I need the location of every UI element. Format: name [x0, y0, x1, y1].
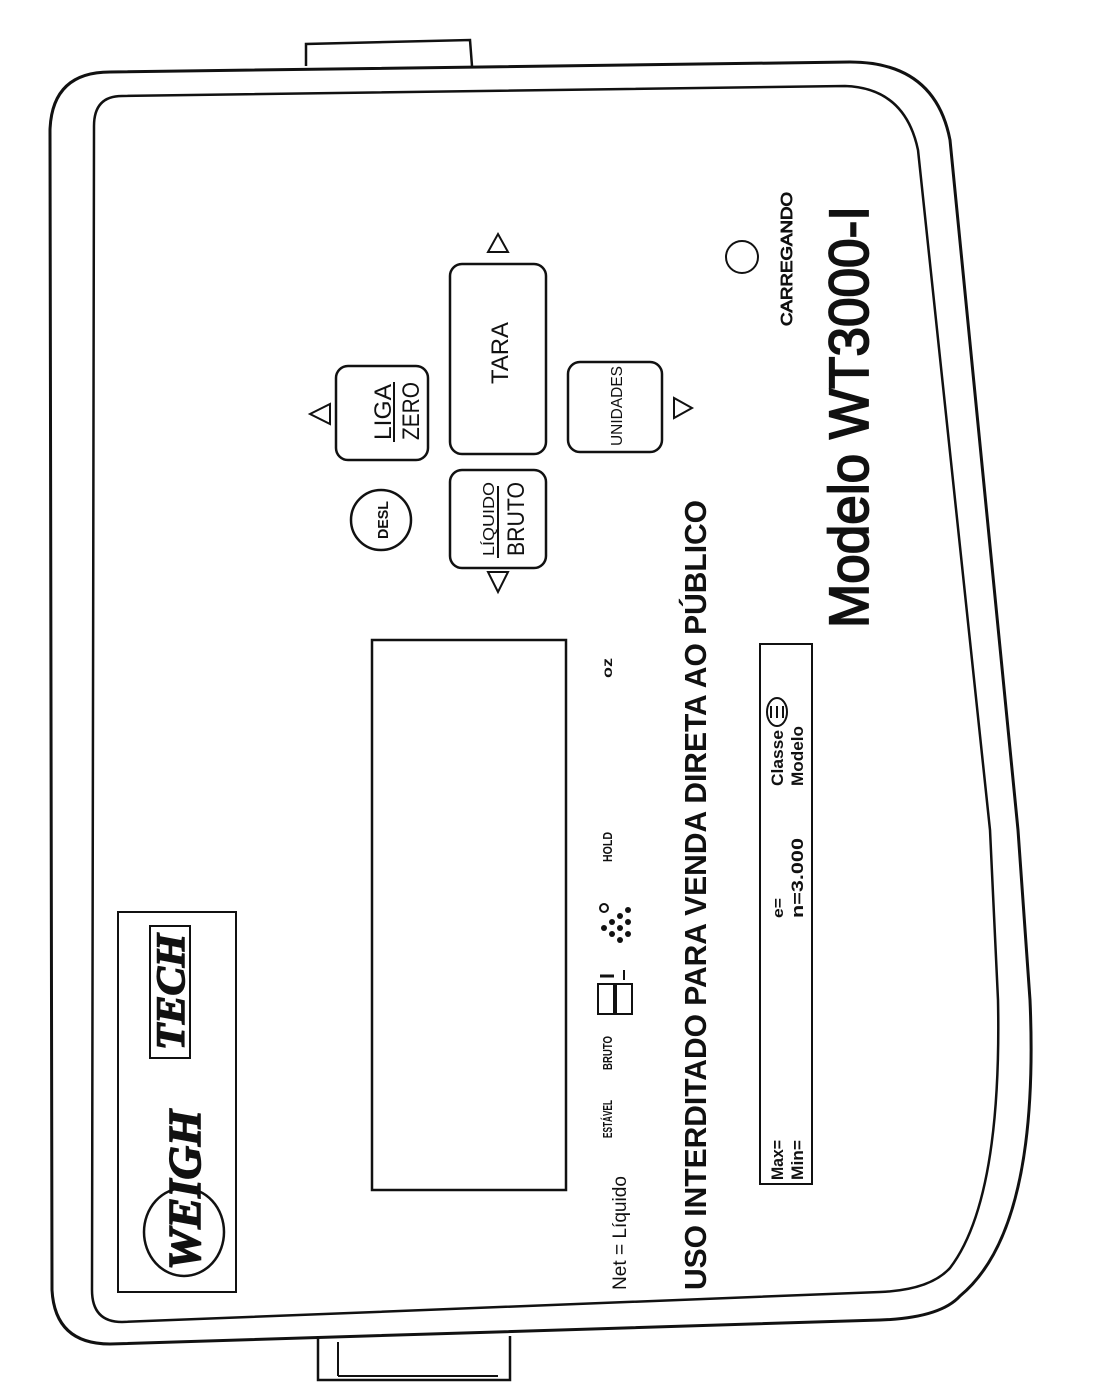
oz-indicator-label: oz — [599, 658, 615, 678]
signal-dots-icon — [599, 903, 631, 943]
plate-e: e= — [770, 898, 787, 918]
desl-label: DESL — [375, 501, 392, 539]
brand-tech-box — [149, 925, 191, 1059]
tara-label: TARA — [487, 322, 514, 384]
charging-led-icon — [725, 240, 759, 274]
accuracy-class-icon — [766, 697, 788, 727]
plate-classe: Classe — [768, 730, 787, 786]
brand-weigh-text: WEIGH — [159, 1109, 210, 1270]
logo-w-circle-icon — [142, 1186, 226, 1278]
housing-outer — [48, 60, 1033, 1346]
public-sale-warning: USO INTERDITADO PARA VENDA DIRETA AO PÚB… — [677, 500, 713, 1290]
unidades-label: UNIDADES — [609, 366, 626, 446]
plate-modelo: Modelo — [788, 726, 807, 786]
rating-plate: Max= Min= e= n=3.000 Classe Modelo — [759, 643, 813, 1185]
arrow-down-icon — [486, 571, 510, 595]
battery-icon — [597, 970, 633, 1015]
housing-inner — [90, 84, 1000, 1324]
bottom-mount-tab — [316, 1336, 512, 1382]
plate-n: n=3.000 — [788, 838, 807, 918]
brand-logo-box — [117, 911, 237, 1293]
desl-button[interactable]: DESL — [349, 488, 413, 552]
brand-logo: WEIGH TECH — [142, 925, 226, 1278]
liga-zero-button[interactable]: LIGA ZERO — [334, 364, 430, 462]
liquido-label: LÍQUIDO — [479, 482, 498, 556]
charging-label: CARREGANDO — [779, 192, 796, 326]
zero-label: ZERO — [398, 382, 425, 440]
unidades-button[interactable]: UNIDADES — [566, 360, 664, 454]
brand-tech-text: TECH — [148, 932, 193, 1050]
bruto-label: BRUTO — [503, 482, 530, 556]
lcd-display-window — [370, 638, 568, 1192]
net-liquido-label: Net = Líquido — [610, 1176, 631, 1290]
hold-indicator-label: HOLD — [600, 832, 615, 862]
model-name: Modelo WT3000-I — [817, 206, 880, 628]
plate-min: Min= — [788, 1140, 807, 1180]
top-mount-tab — [304, 38, 474, 67]
gross-indicator-label: BRUTO — [600, 1036, 615, 1070]
tara-button[interactable]: TARA — [448, 262, 548, 456]
plate-max: Max= — [768, 1140, 787, 1180]
arrow-up-icon — [486, 231, 510, 253]
liga-label: LIGA — [370, 384, 397, 440]
arrow-right-icon — [673, 396, 695, 420]
stable-indicator-label: ESTÁVEL — [600, 1100, 615, 1138]
arrow-left-icon — [307, 402, 331, 426]
liquido-bruto-button[interactable]: LÍQUIDO BRUTO — [448, 468, 548, 570]
